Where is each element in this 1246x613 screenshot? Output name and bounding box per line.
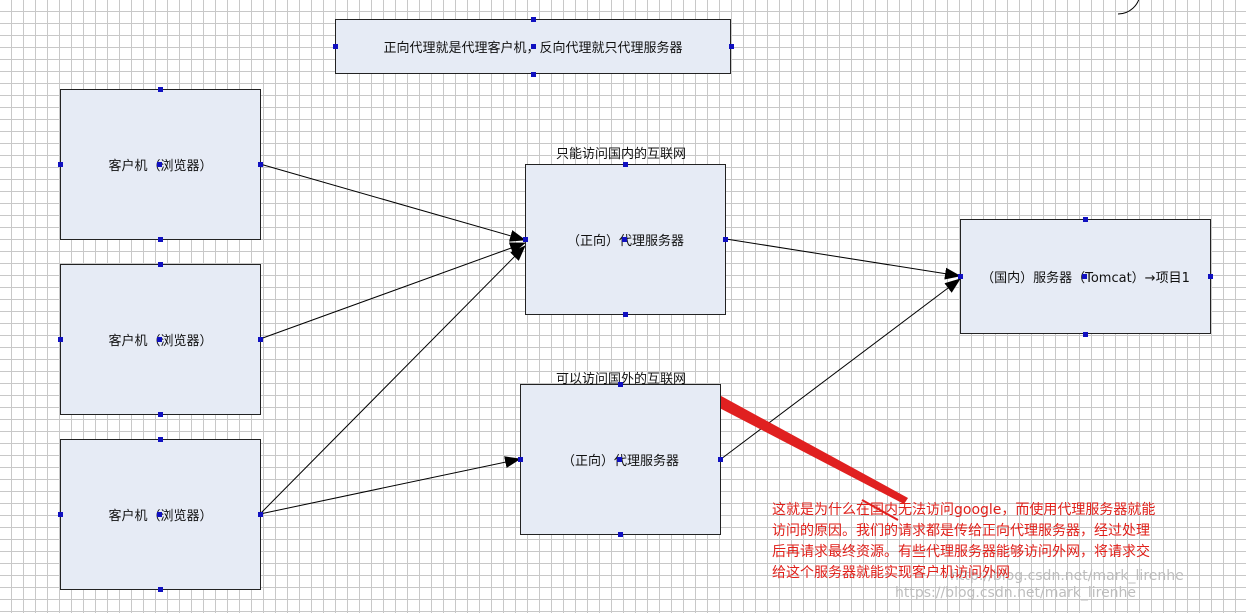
handle[interactable]: [1083, 217, 1088, 222]
note-line-1: 这就是为什么在国内无法访问google，而使用代理服务器就能: [772, 502, 1156, 518]
proxy-top-caption: 只能访问国内的互联网: [556, 147, 687, 162]
handle[interactable]: [718, 457, 723, 462]
proxy-bottom-caption: 可以访问国外的互联网: [556, 372, 687, 387]
note-line-4: 给这个服务器就能实现客户机访问外网: [772, 565, 1010, 581]
handle[interactable]: [958, 274, 963, 279]
handle[interactable]: [333, 44, 338, 49]
handle[interactable]: [258, 162, 263, 167]
handle[interactable]: [518, 457, 523, 462]
handle[interactable]: [531, 44, 536, 49]
arrow-proxy-bottom-to-server: [720, 278, 961, 460]
watermark-line-2: https://blog.csdn.net/mark_lirenhe: [895, 585, 1137, 601]
handle[interactable]: [617, 457, 622, 462]
proxy-server-top[interactable]: （正向）代理服务器: [525, 164, 726, 315]
handle[interactable]: [58, 337, 63, 342]
handle[interactable]: [729, 44, 734, 49]
handle[interactable]: [258, 337, 263, 342]
handle[interactable]: [723, 237, 728, 242]
handle[interactable]: [158, 587, 163, 592]
arrow-client3-to-proxy-bottom: [259, 456, 521, 515]
handle[interactable]: [157, 512, 162, 517]
note-line-3: 后再请求最终资源。有些代理服务器能够访问外网，将请求交: [772, 544, 1150, 560]
handle[interactable]: [157, 162, 162, 167]
watermark-line-1: http://blog.csdn.net/mark_lirenhe: [950, 568, 1184, 584]
handle[interactable]: [258, 512, 263, 517]
note-line-2: 访问的原因。我们的请求都是传给正向代理服务器，经过处理: [772, 523, 1150, 539]
red-underline-stroke: [861, 499, 899, 521]
arrow-proxy-top-to-server: [725, 238, 961, 280]
handle[interactable]: [58, 162, 63, 167]
handle[interactable]: [618, 382, 623, 387]
handle[interactable]: [623, 312, 628, 317]
handle[interactable]: [158, 437, 163, 442]
arrow-client2-to-proxy-top: [259, 242, 526, 340]
handle[interactable]: [618, 532, 623, 537]
handle[interactable]: [58, 512, 63, 517]
handle[interactable]: [158, 237, 163, 242]
handle[interactable]: [158, 262, 163, 267]
handle[interactable]: [523, 237, 528, 242]
corner-arc: [1117, 0, 1140, 15]
handle[interactable]: [531, 72, 536, 77]
handle[interactable]: [157, 337, 162, 342]
arrow-client1-to-proxy-top: [259, 163, 526, 242]
handle[interactable]: [1208, 274, 1213, 279]
handle[interactable]: [622, 237, 627, 242]
arrow-client3-to-proxy-top: [259, 245, 526, 515]
handle[interactable]: [531, 17, 536, 22]
handle[interactable]: [1083, 332, 1088, 337]
handle[interactable]: [158, 412, 163, 417]
annotation-note: 这就是为什么在国内无法访问google，而使用代理服务器就能 访问的原因。我们的…: [772, 500, 1212, 584]
handle[interactable]: [1082, 274, 1087, 279]
handle[interactable]: [623, 162, 628, 167]
handle[interactable]: [158, 87, 163, 92]
red-annotation-arrow: [686, 389, 908, 504]
